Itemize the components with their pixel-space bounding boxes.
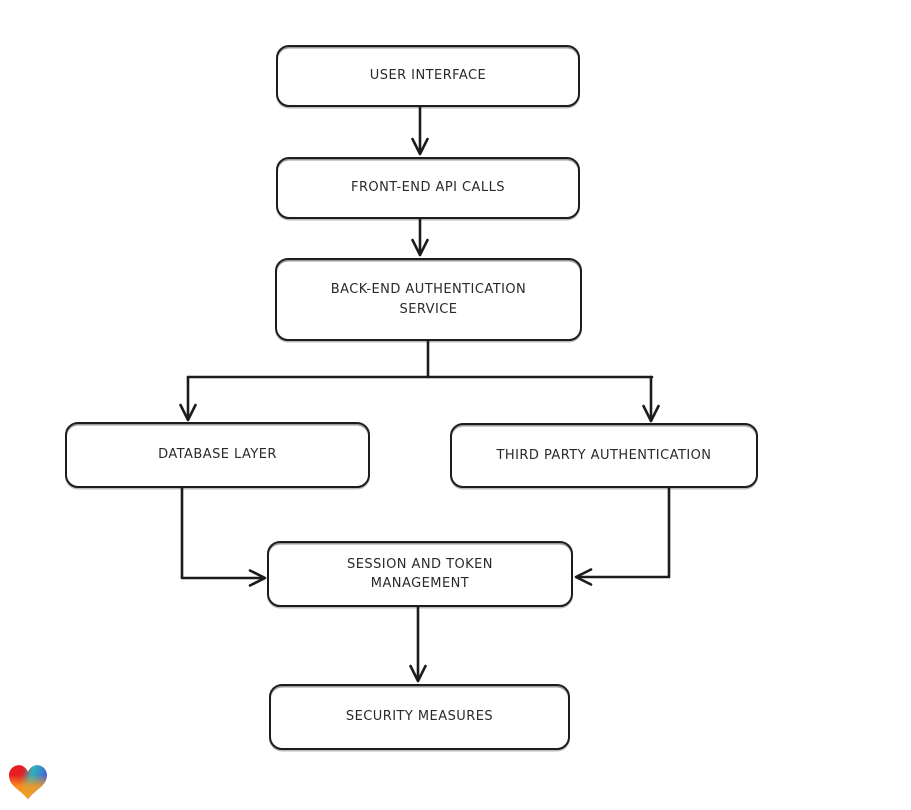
node-database-layer[interactable]: DATABASE LAYER	[65, 422, 370, 488]
node-label-security-measures: SECURITY MEASURES	[345, 709, 494, 725]
edge-back-end-branch	[179, 339, 660, 423]
node-session-and-token-management[interactable]: SESSION AND TOKEN MANAGEMENT	[267, 541, 573, 607]
node-front-end-api-calls[interactable]: FRONT-END API CALLS	[276, 157, 580, 219]
node-label-user-interface: USER INTERFACE	[369, 68, 487, 84]
node-label-database-layer: DATABASE LAYER	[158, 447, 277, 463]
edge-database-layer-to-session-management	[180, 486, 267, 587]
node-label-back-end-authentication-service: BACK-END AUTHENTICATION SERVICE	[330, 282, 527, 317]
node-label-front-end-api-calls: FRONT-END API CALLS	[351, 180, 505, 196]
node-user-interface[interactable]: USER INTERFACE	[276, 45, 580, 107]
node-label-session-and-token-management: SESSION AND TOKEN MANAGEMENT	[347, 556, 493, 592]
edge-session-management-to-security-measures	[409, 605, 427, 683]
node-label-third-party-authentication: THIRD PARTY AUTHENTICATION	[496, 447, 712, 463]
node-security-measures[interactable]: SECURITY MEASURES	[269, 684, 570, 750]
edge-front-end-api-calls-to-back-end-authentication-service	[411, 217, 429, 257]
heart-icon	[9, 765, 47, 800]
edge-user-interface-to-front-end-api-calls	[411, 105, 429, 156]
edge-third-party-to-session-management	[574, 486, 671, 586]
node-back-end-authentication-service[interactable]: BACK-END AUTHENTICATION SERVICE	[275, 258, 582, 341]
node-third-party-authentication[interactable]: THIRD PARTY AUTHENTICATION	[450, 423, 758, 488]
